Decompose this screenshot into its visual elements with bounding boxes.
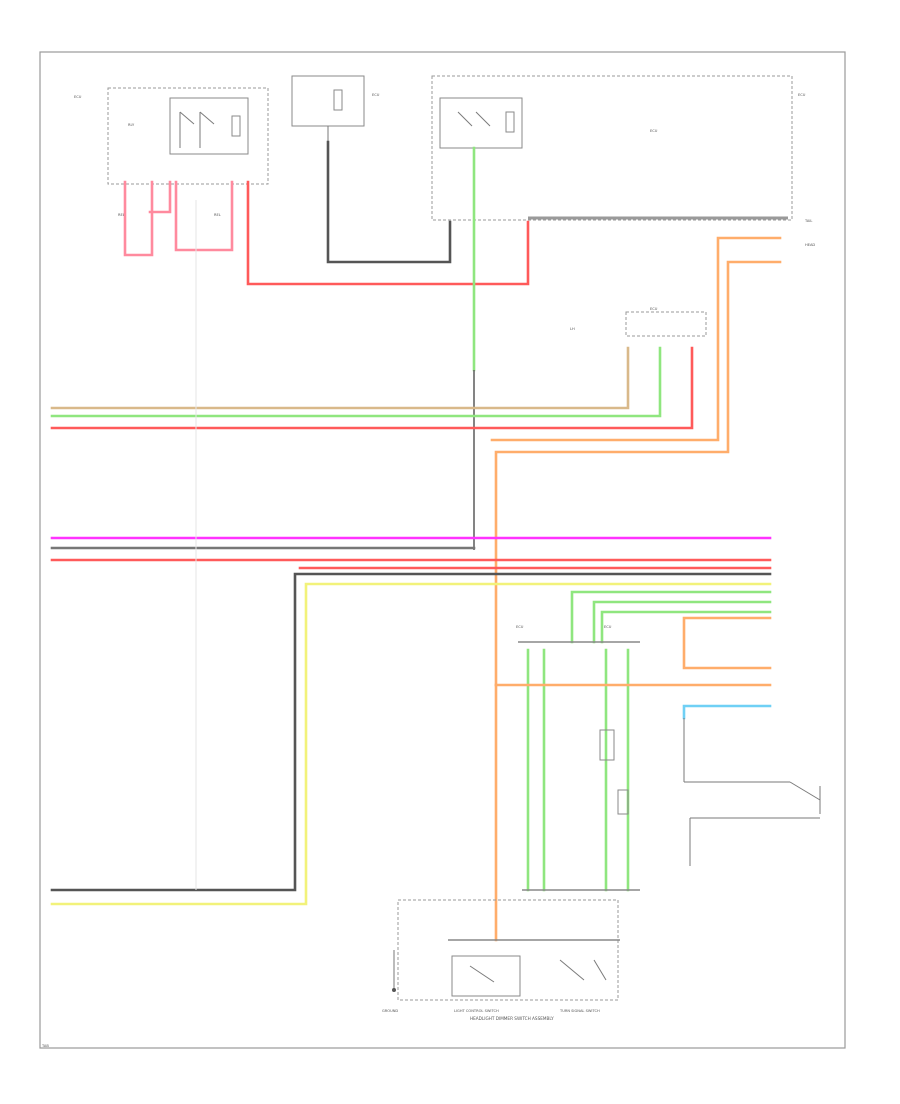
light-control-caption: LIGHT CONTROL SWITCH [454, 1009, 499, 1013]
ground-symbol-icon [392, 950, 396, 992]
wire-pink-2 [148, 180, 172, 214]
wire-black-loop [50, 572, 772, 892]
svg-text:ECU: ECU [74, 95, 82, 99]
svg-text:LH: LH [570, 327, 575, 331]
svg-text:ECU: ECU [372, 93, 380, 97]
svg-text:TAIL: TAIL [804, 219, 812, 223]
wire-green-lower-3 [600, 610, 772, 644]
wire-orange-head [494, 260, 782, 687]
svg-text:ECU: ECU [516, 625, 524, 629]
wire-pink-3 [174, 180, 234, 252]
ground-caption: GROUND [382, 1009, 398, 1013]
main-assembly-caption: HEADLIGHT DIMMER SWITCH ASSEMBLY [470, 1016, 554, 1021]
connector-block: ECU LH [570, 307, 707, 337]
svg-text:ECU: ECU [798, 93, 806, 97]
wire-green-horizontal [50, 346, 662, 418]
wire-green-lower-1 [570, 590, 772, 644]
wire-green-lower-2 [592, 600, 772, 644]
svg-text:ECU: ECU [650, 307, 658, 311]
svg-text:ECU: ECU [650, 129, 658, 133]
svg-text:RLY: RLY [128, 123, 135, 127]
wire-black-1 [326, 140, 452, 264]
wire-orange-right-loop [682, 616, 772, 670]
wire-yellow-loop [50, 582, 772, 906]
svg-text:REL: REL [118, 213, 125, 217]
headlight-dimmer-assembly [397, 889, 640, 1001]
svg-text:HEAD: HEAD [805, 243, 815, 247]
svg-text:REL: REL [214, 213, 221, 217]
wire-orange-tail [490, 236, 782, 442]
svg-text:ECU: ECU [604, 625, 612, 629]
wire-red-1 [246, 180, 530, 286]
mid-connector-left: ECU ECU [516, 625, 640, 643]
wire-tan-horizontal [50, 346, 630, 410]
wire-blue [682, 704, 772, 720]
engine-room-relay-block: RLY ECU REL REL [74, 87, 269, 217]
fuse-box-component: ECU [291, 75, 380, 142]
resistor-icon [599, 729, 629, 815]
relay-switch-icon [457, 111, 515, 133]
turn-signal-caption: TURN SIGNAL SWITCH [559, 1009, 600, 1013]
diagram-border [39, 51, 846, 1049]
integration-relay-block: ECU ECU TAIL HEAD [431, 75, 815, 247]
page-code: TAB [41, 1044, 49, 1048]
dimmer-switch-icon [683, 718, 821, 866]
wire-red-horizontal [50, 346, 694, 430]
wire-pink-1 [123, 180, 154, 257]
relay-switch-icon [179, 111, 241, 148]
